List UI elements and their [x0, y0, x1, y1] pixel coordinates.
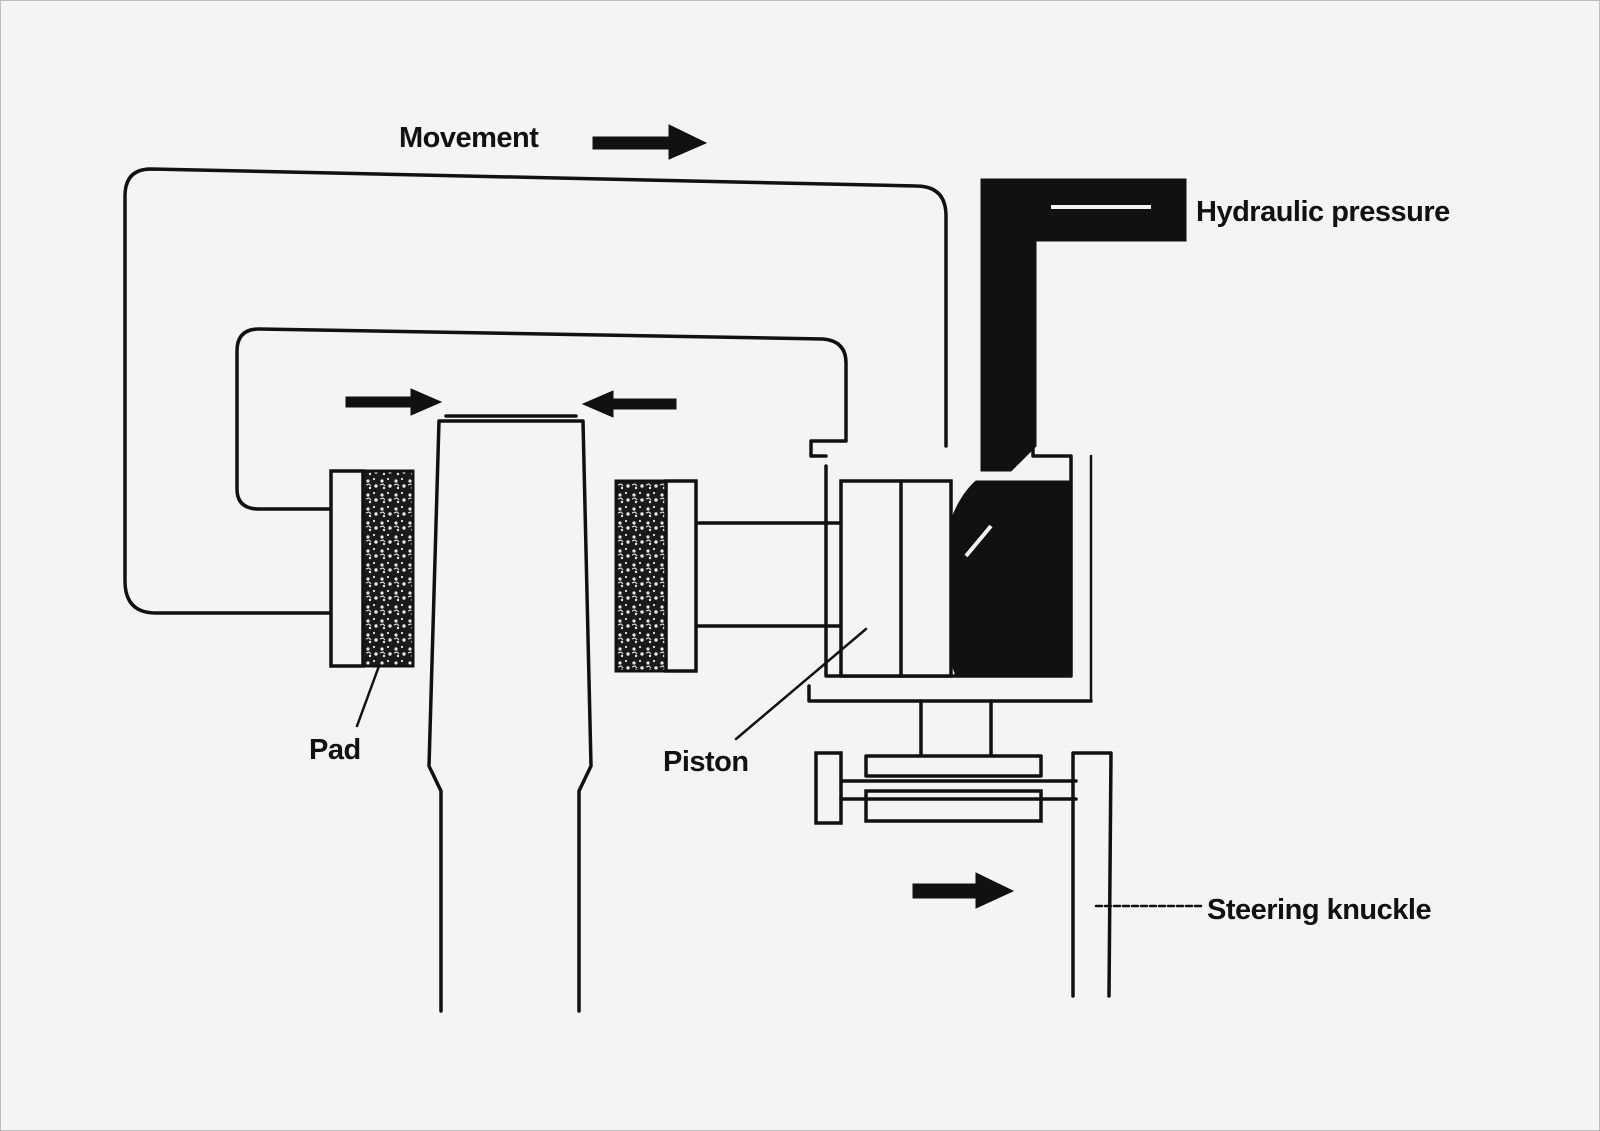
outer-caliper-frame: [123, 167, 948, 615]
left-pad-lining: [361, 469, 415, 668]
brake-disc: [427, 419, 593, 1013]
hydraulic-pressure-label: Hydraulic pressure: [1196, 196, 1450, 228]
steering-knuckle: [1071, 751, 1113, 998]
pressure-arrow-mark: [964, 524, 993, 558]
pad-label: Pad: [309, 734, 361, 766]
arrow-right-icon: [912, 872, 1015, 909]
cylinder-bottom-edge: [807, 684, 1093, 703]
piston-leader-line: [734, 627, 868, 741]
steering-knuckle-label: Steering knuckle: [1207, 894, 1431, 926]
arrow-left-icon: [581, 390, 677, 418]
hydraulic-line: [980, 178, 1187, 472]
movement-label: Movement: [399, 122, 539, 154]
arrow-right-icon: [592, 124, 708, 160]
right-pad-backing: [664, 479, 698, 673]
piston: [839, 479, 953, 678]
pad-leader-line: [355, 664, 381, 728]
arrow-right-icon: [345, 388, 443, 416]
guide-pin-sleeve: [864, 789, 1043, 823]
left-pad-backing: [329, 469, 365, 668]
right-pad-lining: [614, 479, 668, 673]
pressure-chamber: [938, 480, 1072, 677]
piston-label: Piston: [663, 746, 749, 778]
guide-pin-bracket: [864, 699, 1043, 778]
inner-caliper-frame: [235, 327, 848, 511]
guide-pin-head: [814, 751, 843, 825]
